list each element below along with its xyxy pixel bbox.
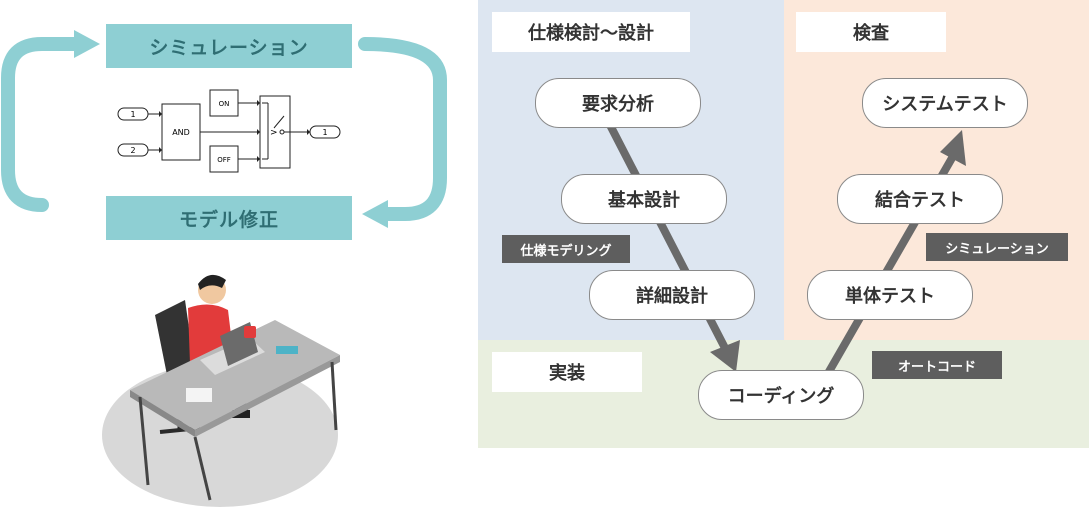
- outport-1-label: 1: [322, 128, 327, 137]
- simulation-label: シミュレーション: [149, 36, 309, 59]
- and-block-label: AND: [172, 128, 190, 137]
- outport-1: [309, 125, 341, 139]
- step-coding: コーディング: [698, 370, 864, 420]
- inport-1-label: 1: [130, 110, 135, 119]
- tag-auto-code: オートコード: [872, 351, 1002, 379]
- loop-arrows: [1, 30, 447, 228]
- model-fix-label: モデル修正: [178, 208, 279, 231]
- step-detailed-design: 詳細設計: [589, 270, 755, 320]
- step-integration-test: 結合テスト: [837, 174, 1003, 224]
- step-unit-test: 単体テスト: [807, 270, 973, 320]
- svg-text:>: >: [270, 128, 278, 138]
- block-diagram: 1 2 AND ON OFF > 1: [117, 89, 341, 173]
- off-block-label: OFF: [217, 156, 231, 164]
- step-basic-design: 基本設計: [561, 174, 727, 224]
- zone-label-implementation: 実装: [492, 352, 642, 392]
- on-block-label: ON: [219, 100, 230, 108]
- person-at-desk-illustration: [102, 274, 340, 507]
- zone-label-inspection: 検査: [796, 12, 946, 52]
- zone-label-spec-design: 仕様検討〜設計: [492, 12, 690, 52]
- simulation-box: シミュレーション: [106, 24, 352, 68]
- step-system-test: システムテスト: [862, 78, 1028, 128]
- inport-2-label: 2: [130, 146, 135, 155]
- model-fix-box: モデル修正: [106, 196, 352, 240]
- tag-spec-modeling: 仕様モデリング: [502, 235, 630, 263]
- step-requirements: 要求分析: [535, 78, 701, 128]
- tag-simulation: シミュレーション: [926, 233, 1068, 261]
